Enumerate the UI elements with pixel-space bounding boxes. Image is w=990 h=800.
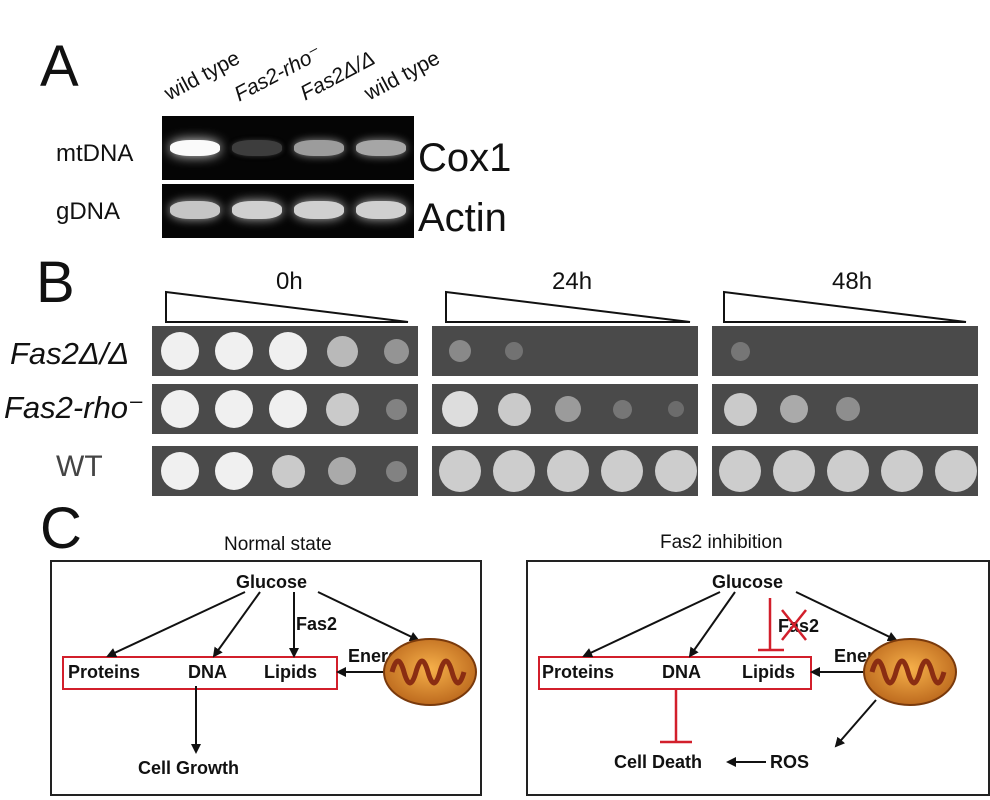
colony-spot (328, 457, 356, 485)
lane-label-4: wild type (360, 46, 444, 106)
colony-spot (215, 452, 253, 490)
colony-spot (497, 392, 531, 426)
normal-proteins: Proteins (68, 662, 141, 682)
colony-spot (269, 332, 307, 370)
gel-band (294, 140, 344, 156)
colony-spot (493, 450, 535, 492)
colony-spot (655, 450, 697, 492)
panel-letter-b: B (36, 250, 75, 315)
colony-spot (161, 390, 199, 428)
colony-spot (601, 450, 643, 492)
gel-band (232, 140, 282, 156)
normal-state-title: Normal state (224, 534, 332, 555)
gel-band (356, 201, 406, 219)
spot-plate (432, 446, 698, 496)
colony-spot (271, 454, 305, 488)
dilution-wedges (165, 290, 967, 323)
colony-spot (555, 396, 581, 422)
normal-glucose: Glucose (236, 572, 308, 592)
gene-label-actin: Actin (418, 196, 507, 240)
strain-label-fas2-rho: Fas2-rho⁻ (4, 390, 145, 425)
colony-spot (612, 399, 632, 419)
strain-label-fas2-null: Fas2Δ/Δ (10, 336, 130, 371)
spot-plate (432, 384, 698, 434)
gel-mtdna (162, 116, 414, 180)
inhibition-fas2: Fas2 (778, 616, 820, 636)
colony-spot (385, 460, 407, 482)
gel-band (294, 201, 344, 219)
colony-spot (780, 395, 808, 423)
colony-spot (881, 450, 923, 492)
spot-plate (712, 326, 978, 376)
colony-spot (547, 450, 589, 492)
normal-energy: Energy (348, 646, 410, 666)
dilution-wedge-0h (165, 290, 409, 323)
gel-band (232, 201, 282, 219)
spot-plate (712, 384, 978, 434)
normal-lipids: Lipids (264, 662, 317, 682)
inhibition-dna: DNA (662, 662, 701, 682)
colony-spot (385, 398, 407, 420)
normal-cell-growth: Cell Growth (138, 758, 240, 778)
colony-spot (269, 390, 307, 428)
panel-letter-c: C (40, 496, 82, 561)
row-label-mtdna: mtDNA (56, 140, 134, 167)
gel-gdna (162, 184, 414, 238)
colony-spot (730, 341, 750, 361)
inhibition-title: Fas2 inhibition (660, 532, 783, 553)
normal-dna: DNA (188, 662, 227, 682)
spot-plate (152, 446, 418, 496)
time-label-24h: 24h (552, 268, 593, 295)
colony-spot (442, 391, 478, 427)
gel-band (170, 201, 220, 219)
strain-label-wt: WT (56, 450, 103, 483)
colony-spot (827, 450, 869, 492)
gene-label-cox1: Cox1 (418, 136, 512, 180)
inhibition-lipids: Lipids (742, 662, 795, 682)
colony-spot (449, 340, 471, 362)
inhibition-ros: ROS (770, 752, 810, 772)
colony-spot (161, 452, 199, 490)
colony-spot (383, 338, 409, 364)
colony-spot (773, 450, 815, 492)
colony-spot (439, 450, 481, 492)
gel-band (356, 140, 406, 156)
colony-spot (215, 390, 253, 428)
colony-spot (325, 392, 359, 426)
spot-plate (712, 446, 978, 496)
panel-letter-a: A (40, 34, 79, 99)
colony-spot (505, 342, 523, 360)
inhibition-glucose: Glucose (712, 572, 784, 592)
colony-spot (836, 397, 860, 421)
colony-spot (723, 392, 757, 426)
dilution-wedge-48h (723, 290, 967, 323)
dilution-wedge-24h (445, 290, 691, 323)
spot-plate (152, 384, 418, 434)
spot-plate (152, 326, 418, 376)
spot-plate (432, 326, 698, 376)
row-label-gdna: gDNA (56, 198, 121, 225)
time-label-48h: 48h (832, 268, 873, 295)
inhibition-cell-death: Cell Death (614, 752, 703, 772)
colony-spot (935, 450, 977, 492)
normal-fas2: Fas2 (296, 614, 338, 634)
colony-spot (326, 335, 358, 367)
colony-spot (215, 332, 253, 370)
inhibition-energy: Energy (834, 646, 896, 666)
inhibition-proteins: Proteins (542, 662, 615, 682)
time-label-0h: 0h (276, 268, 303, 295)
lane-label-1: wild type (160, 46, 244, 106)
gel-band (170, 140, 220, 156)
colony-spot (719, 450, 761, 492)
colony-spot (668, 401, 684, 417)
colony-spot (161, 332, 199, 370)
